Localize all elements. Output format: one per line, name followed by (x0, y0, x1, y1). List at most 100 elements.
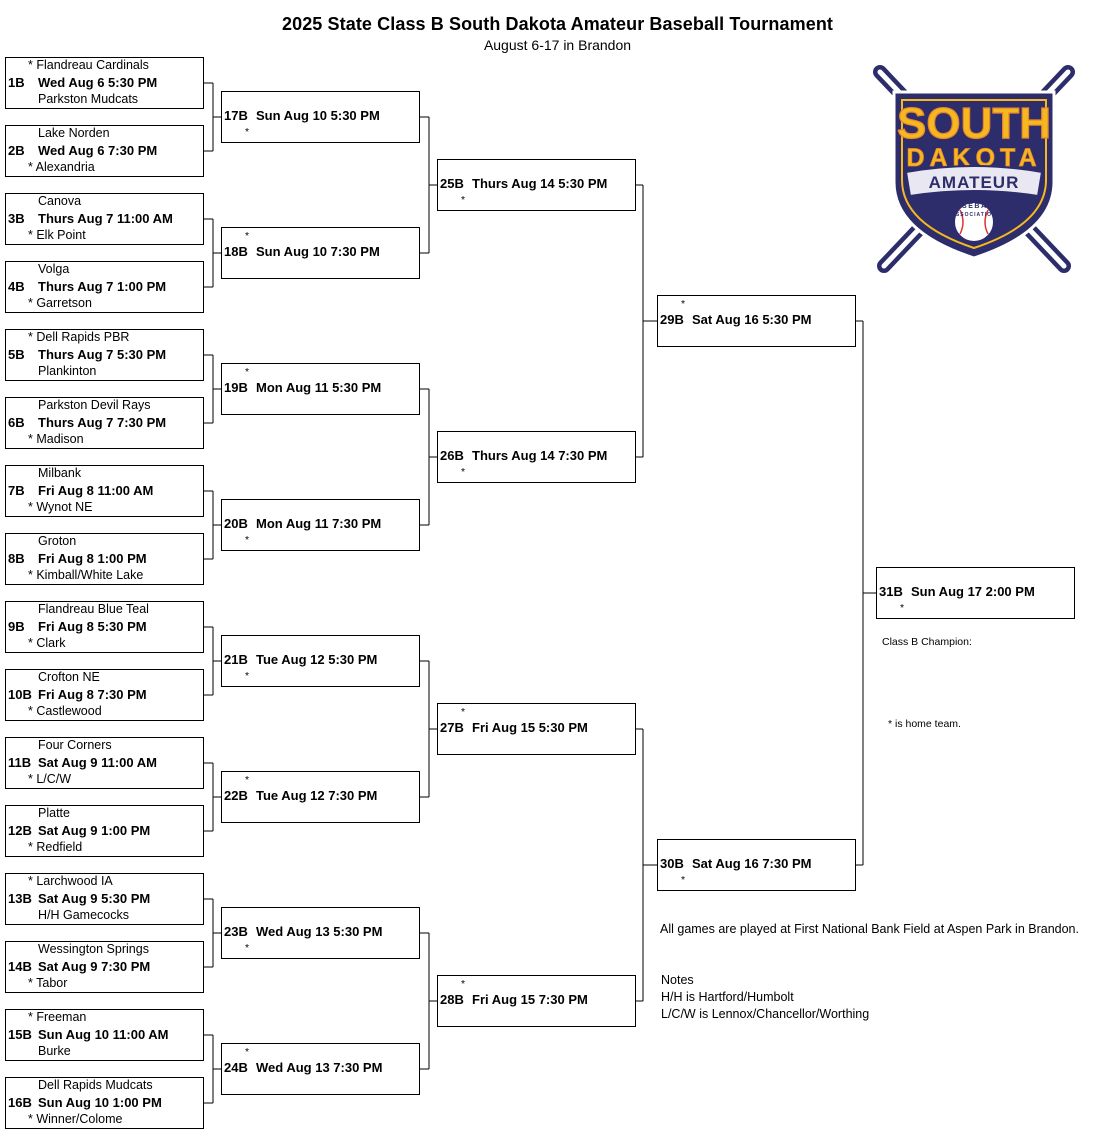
game-box-semifinal (657, 295, 856, 347)
game-box-round1 (5, 805, 204, 857)
game-id: 17B (224, 108, 248, 123)
game-id: 15B (8, 1027, 32, 1042)
game-id: 26B (440, 448, 464, 463)
game-time: Tue Aug 12 7:30 PM (256, 788, 378, 803)
game-time: Sat Aug 9 11:00 AM (38, 755, 157, 770)
game-id: 9B (8, 619, 25, 634)
team-name: * Dell Rapids PBR (28, 330, 130, 344)
champion-label: Class B Champion: (882, 636, 972, 648)
team-name: * Flandreau Cardinals (28, 58, 149, 72)
game-box-round1 (5, 125, 204, 177)
game-box-round1 (5, 57, 204, 109)
game-time: Sun Aug 10 5:30 PM (256, 108, 380, 123)
game-time: Sat Aug 9 5:30 PM (38, 891, 151, 906)
game-time: Thurs Aug 7 5:30 PM (38, 347, 167, 362)
notes-line: H/H is Hartford/Humbolt (661, 990, 794, 1004)
game-box-round1 (5, 1077, 204, 1129)
game-box-round1 (5, 873, 204, 925)
game-time: Fri Aug 15 5:30 PM (472, 720, 588, 735)
home-marker: * (245, 774, 250, 786)
game-time: Fri Aug 8 1:00 PM (38, 551, 147, 566)
team-name: * L/C/W (28, 772, 72, 786)
game-time: Fri Aug 15 7:30 PM (472, 992, 588, 1007)
game-time: Thurs Aug 14 7:30 PM (472, 448, 608, 463)
team-name: Burke (38, 1044, 71, 1058)
game-time: Sat Aug 16 7:30 PM (692, 856, 812, 871)
game-box-round2 (221, 227, 420, 279)
game-box-semifinal (657, 839, 856, 891)
game-time: Fri Aug 8 7:30 PM (38, 687, 147, 702)
game-id: 12B (8, 823, 32, 838)
game-box-round2 (221, 635, 420, 687)
team-name: Lake Norden (38, 126, 110, 140)
notes-heading: Notes (661, 973, 694, 987)
team-name: Parkston Mudcats (38, 92, 139, 106)
home-marker: * (245, 1046, 250, 1058)
game-box-quarterfinal (437, 159, 636, 211)
baseball-icon (953, 201, 995, 243)
game-box-round2 (221, 771, 420, 823)
game-box-round2 (221, 1043, 420, 1095)
team-name: Dell Rapids Mudcats (38, 1078, 153, 1092)
team-name: * Winner/Colome (28, 1112, 123, 1126)
game-time: Wed Aug 13 7:30 PM (256, 1060, 383, 1075)
game-id: 22B (224, 788, 248, 803)
game-time: Tue Aug 12 5:30 PM (256, 652, 378, 667)
home-marker: * (681, 298, 686, 310)
game-box-round1 (5, 669, 204, 721)
game-time: Sat Aug 9 7:30 PM (38, 959, 151, 974)
team-name: * Tabor (28, 976, 68, 990)
home-marker: * (245, 230, 250, 242)
home-marker: * (461, 466, 466, 478)
game-box-round2 (221, 363, 420, 415)
game-id: 2B (8, 143, 25, 158)
venue-note: All games are played at First National B… (660, 922, 1079, 936)
game-id: 13B (8, 891, 32, 906)
team-name: * Madison (28, 432, 84, 446)
game-box-round1 (5, 193, 204, 245)
page-title: 2025 State Class B South Dakota Amateur … (281, 14, 834, 34)
game-id: 11B (8, 755, 32, 770)
game-box-round1 (5, 737, 204, 789)
page-subtitle: August 6-17 in Brandon (483, 37, 632, 53)
game-box-round1 (5, 329, 204, 381)
home-marker: * (245, 670, 250, 682)
game-id: 29B (660, 312, 684, 327)
game-time: Wed Aug 13 5:30 PM (256, 924, 383, 939)
team-name: Wessington Springs (38, 942, 149, 956)
game-box-round1 (5, 261, 204, 313)
team-name: Parkston Devil Rays (38, 398, 151, 412)
game-time: Fri Aug 8 11:00 AM (38, 483, 154, 498)
game-time: Sun Aug 10 7:30 PM (256, 244, 380, 259)
game-id: 21B (224, 652, 248, 667)
team-name: * Freeman (28, 1010, 87, 1024)
team-name: * Alexandria (28, 160, 95, 174)
home-marker: * (681, 874, 686, 886)
game-time: Thurs Aug 14 5:30 PM (472, 176, 608, 191)
home-marker: * (245, 942, 250, 954)
svg-text:SOUTH: SOUTH (897, 99, 1051, 148)
game-box-round1 (5, 601, 204, 653)
game-box-round2 (221, 91, 420, 143)
game-id: 1B (8, 75, 25, 90)
game-time: Mon Aug 11 5:30 PM (256, 380, 382, 395)
game-box-final (876, 567, 1075, 619)
team-name: * Elk Point (28, 228, 86, 242)
game-box-quarterfinal (437, 431, 636, 483)
game-box-round1 (5, 397, 204, 449)
game-box-round2 (221, 907, 420, 959)
home-marker: * (461, 194, 466, 206)
team-name: * Kimball/White Lake (28, 568, 144, 582)
team-name: Flandreau Blue Teal (38, 602, 149, 616)
game-id: 4B (8, 279, 25, 294)
game-id: 7B (8, 483, 25, 498)
game-time: Sun Aug 10 1:00 PM (38, 1095, 162, 1110)
notes-line: L/C/W is Lennox/Chancellor/Worthing (661, 1007, 870, 1021)
game-box-quarterfinal (437, 975, 636, 1027)
game-time: Wed Aug 6 5:30 PM (38, 75, 158, 90)
game-time: Sat Aug 16 5:30 PM (692, 312, 812, 327)
game-id: 6B (8, 415, 25, 430)
game-id: 19B (224, 380, 248, 395)
game-id: 27B (440, 720, 464, 735)
